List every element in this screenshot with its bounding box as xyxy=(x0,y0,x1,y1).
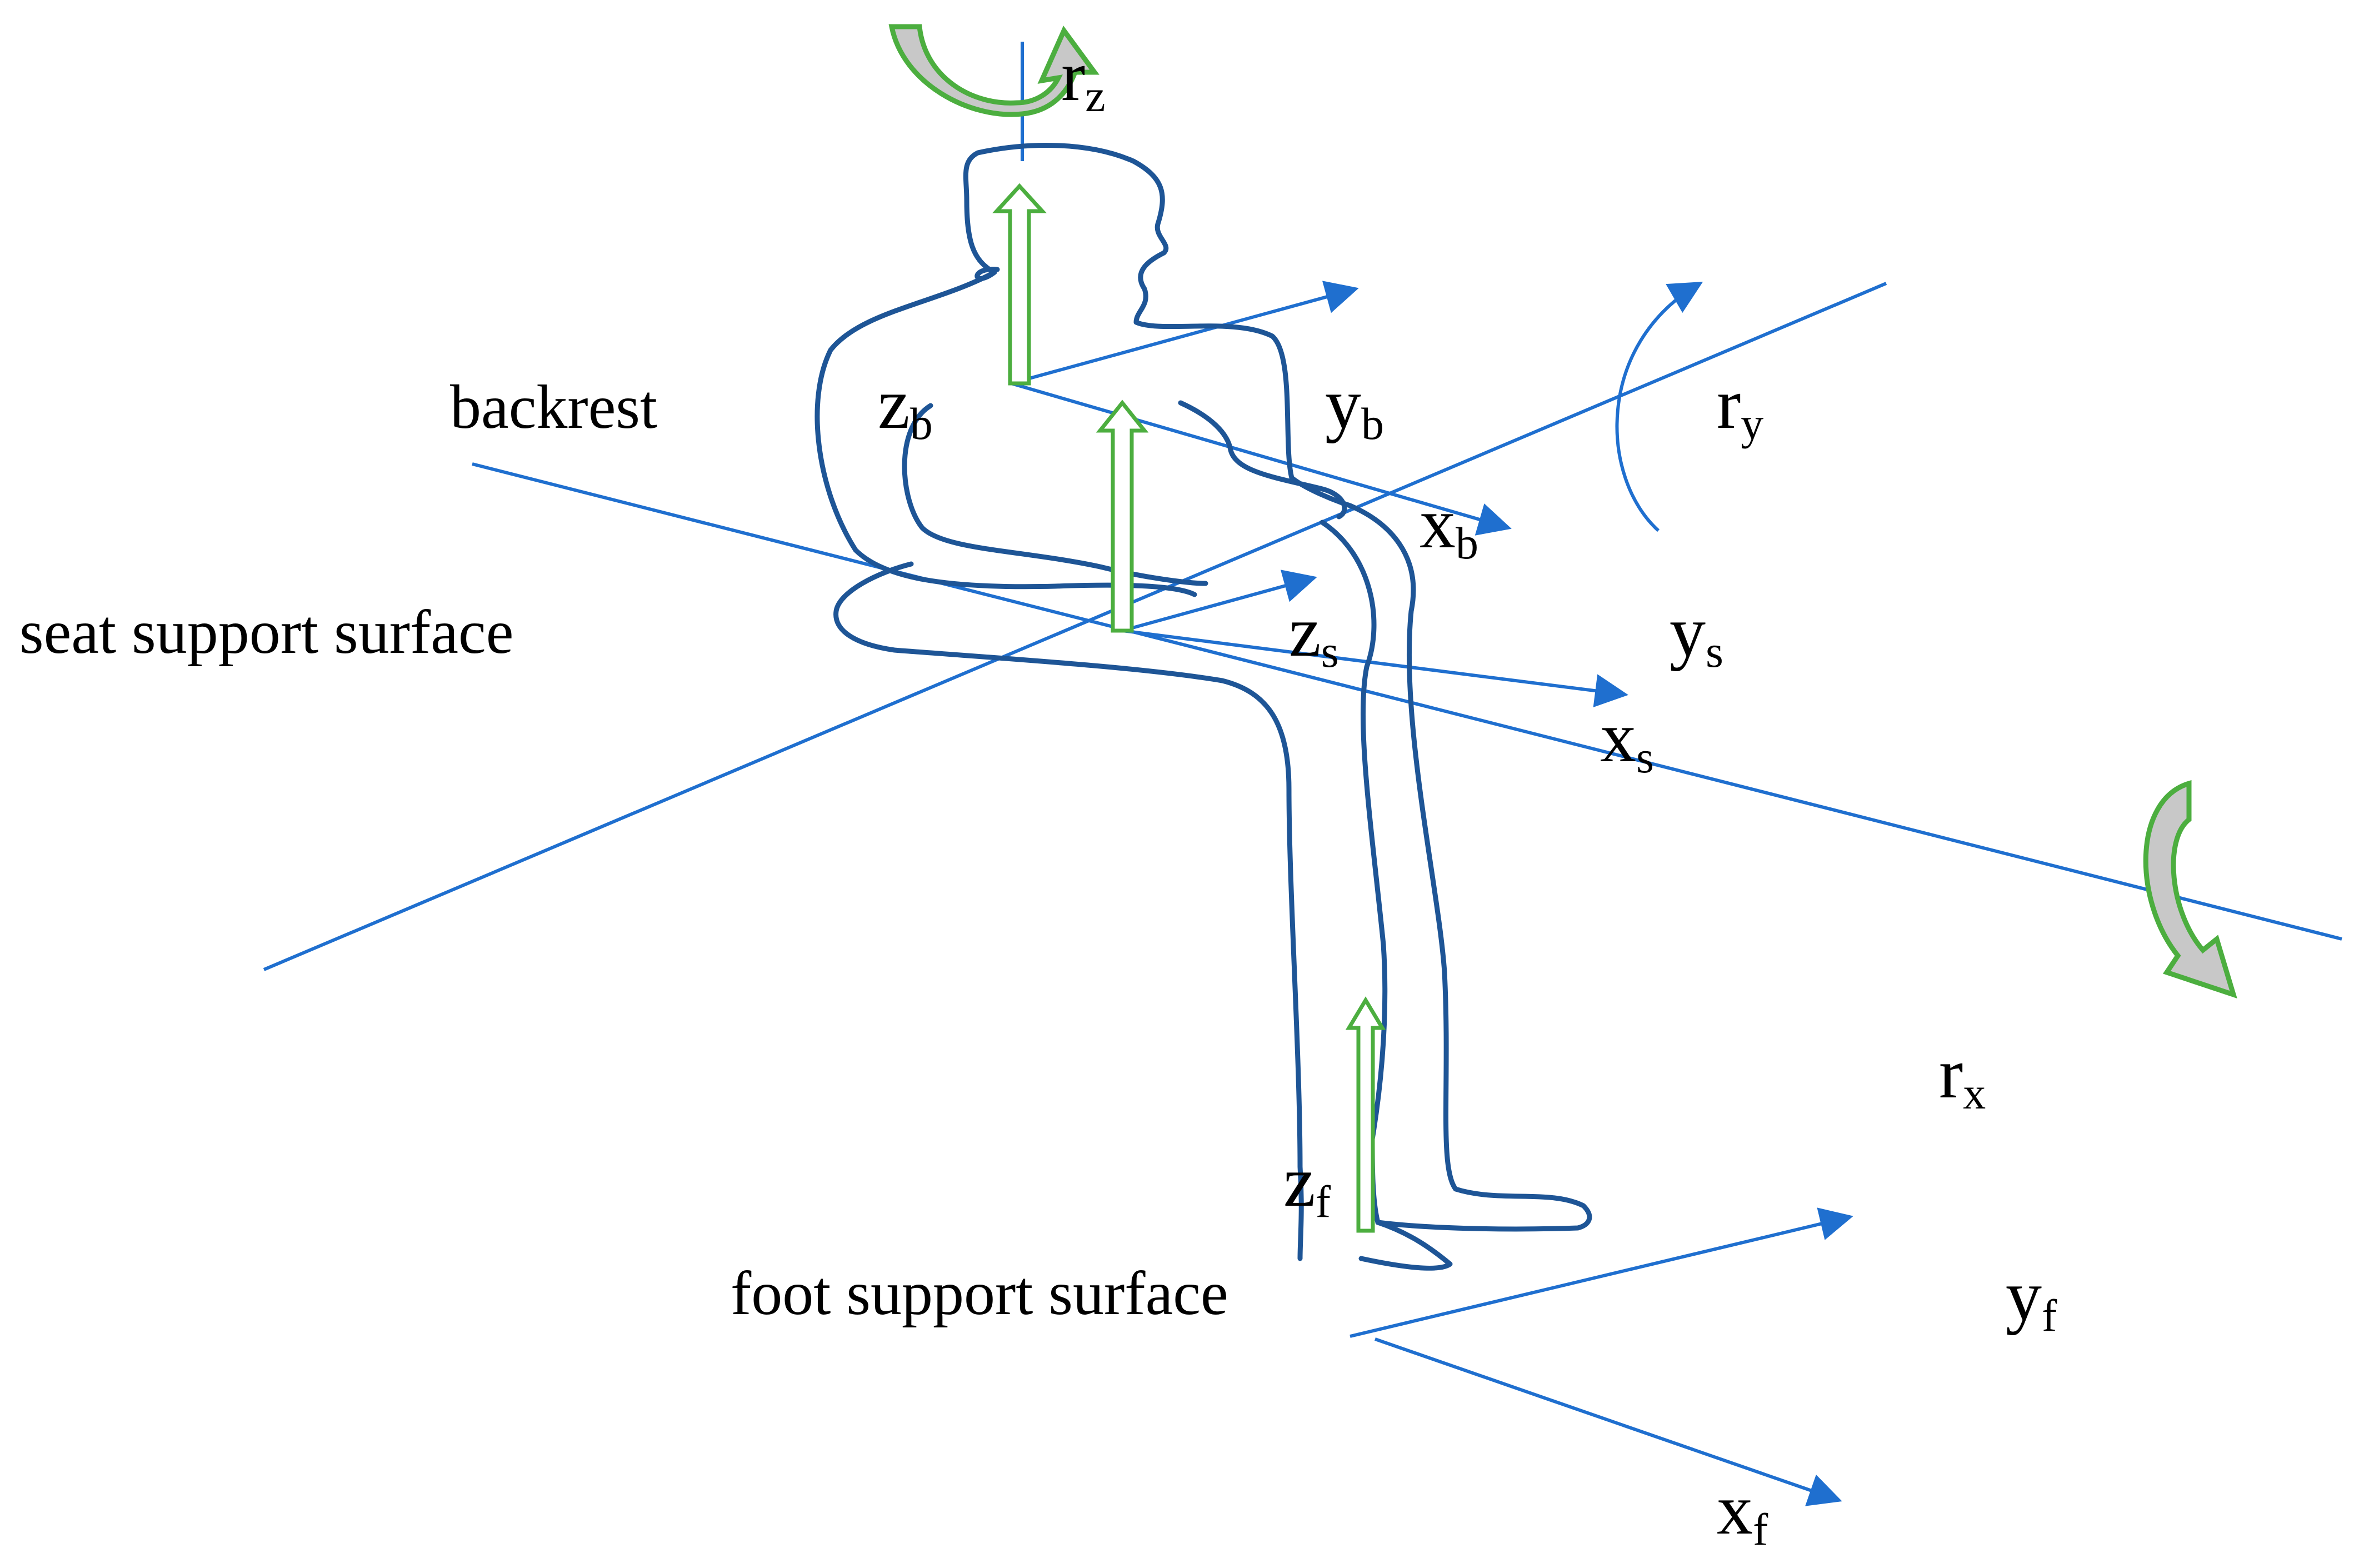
yf-arrow xyxy=(1350,1207,1853,1338)
ys-arrow xyxy=(1122,570,1317,632)
zs-force-arrow xyxy=(1096,400,1149,633)
xb-label: xb xyxy=(1420,483,1478,568)
zf-label: zf xyxy=(1283,1142,1331,1227)
rx-rotation-arrow xyxy=(2143,780,2237,999)
zs-label: zs xyxy=(1289,592,1339,677)
backrest-label: backrest xyxy=(450,373,657,442)
zf-force-arrow xyxy=(1345,996,1386,1233)
ry-label: ry xyxy=(1717,364,1763,449)
xf-label: xf xyxy=(1717,1470,1768,1555)
x-axis-long-line xyxy=(472,462,2342,941)
y-axis-long-line xyxy=(263,282,1887,971)
ys-label: ys xyxy=(1670,592,1723,677)
ry-rotation-arrow xyxy=(1615,281,1703,532)
rz-rotation-arrow xyxy=(888,24,1099,117)
yb-label: yb xyxy=(1325,364,1384,449)
seat-support-surface-label: seat support surface xyxy=(19,598,513,667)
xs-label: xs xyxy=(1600,697,1654,782)
rx-label: rx xyxy=(1939,1033,1986,1118)
rz-label: rz xyxy=(1061,36,1106,121)
seated-person-outline xyxy=(814,143,1592,1271)
xf-arrow xyxy=(1375,1337,1842,1506)
yb-arrow xyxy=(1011,281,1359,385)
zb-label: zb xyxy=(878,364,933,449)
yf-label: yf xyxy=(2006,1256,2057,1341)
foot-support-surface-label: foot support surface xyxy=(731,1259,1228,1328)
xs-arrow xyxy=(1122,629,1628,707)
xb-arrow xyxy=(1011,382,1512,536)
zb-force-arrow xyxy=(992,183,1047,386)
